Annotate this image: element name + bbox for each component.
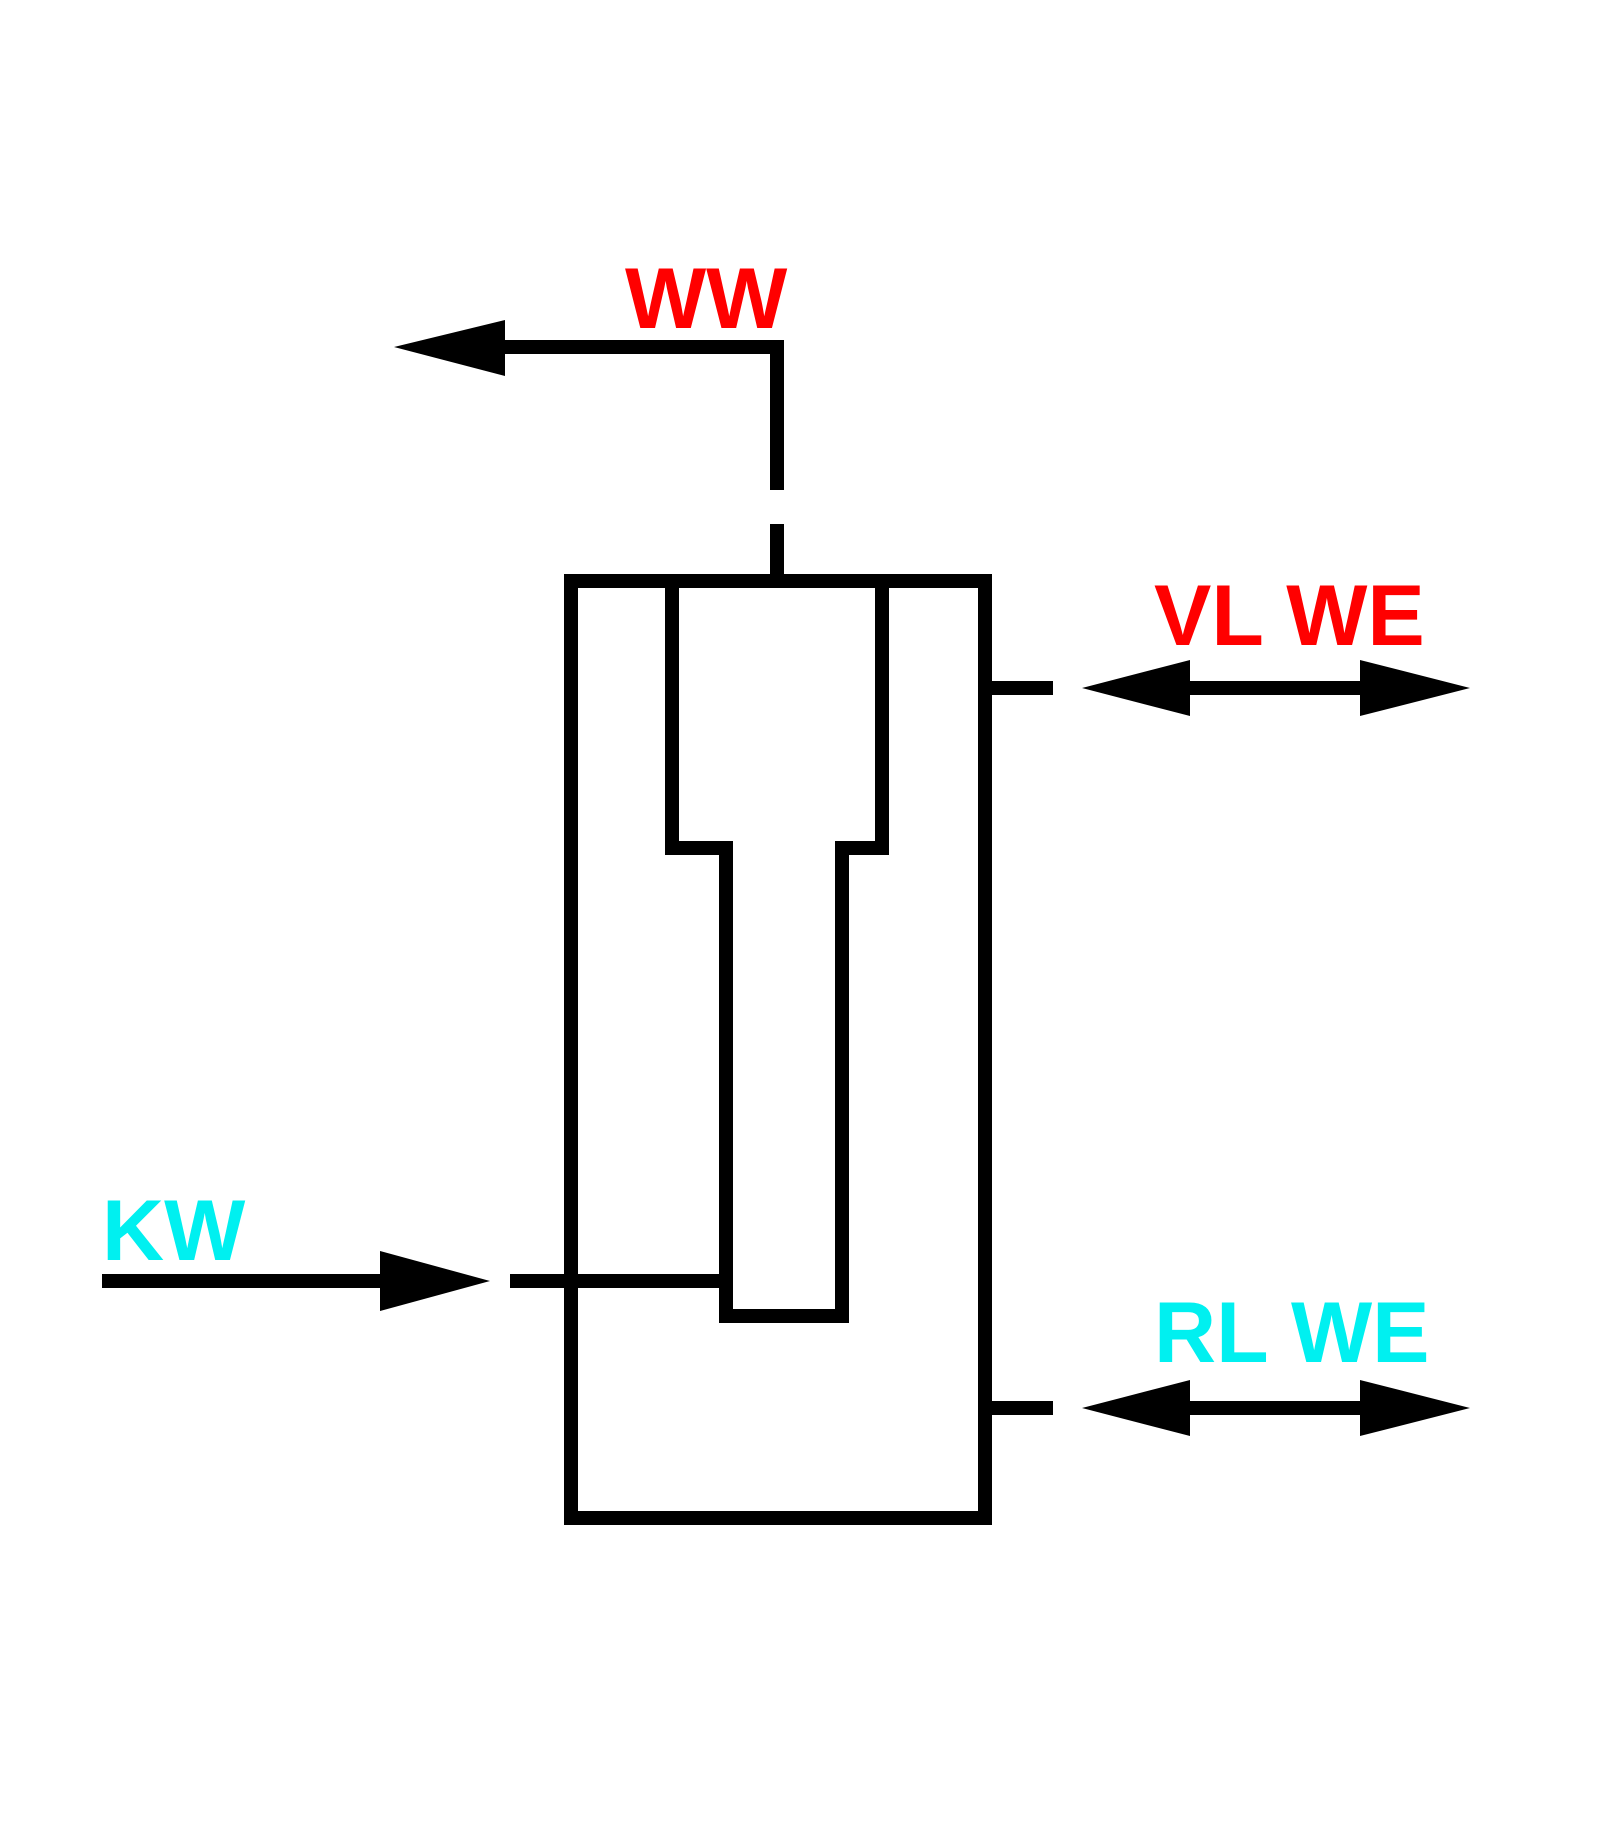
- vl-we-arrowhead-left: [1082, 660, 1190, 716]
- vl-we-label: VL WE: [1154, 568, 1425, 664]
- ww-label: WW: [625, 251, 788, 347]
- rl-we-label: RL WE: [1154, 1285, 1430, 1381]
- rl-we-arrowhead-right: [1360, 1380, 1470, 1436]
- inner-tube: [665, 581, 889, 1323]
- vessel-outer-shell: [564, 574, 992, 1525]
- rl-we-arrowhead-left: [1082, 1380, 1190, 1436]
- vl-we-arrowhead-right: [1360, 660, 1470, 716]
- kw-label: KW: [102, 1183, 246, 1279]
- kw-inlet-arrowhead: [380, 1251, 490, 1311]
- ww-outlet-pipe-upper: [495, 340, 784, 490]
- ww-outlet-arrowhead: [394, 320, 505, 376]
